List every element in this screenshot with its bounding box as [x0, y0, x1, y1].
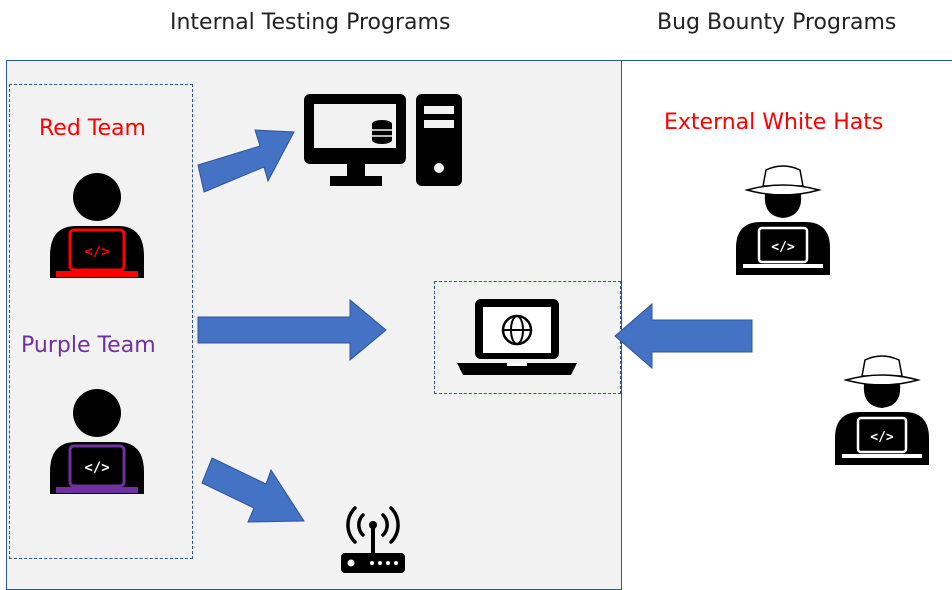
white-hat-hacker-icon: </> — [832, 350, 932, 465]
arrow-to-laptop — [197, 298, 387, 362]
red-team-label: Red Team — [39, 116, 146, 141]
laptop-globe-icon — [457, 297, 577, 377]
arrow-to-router — [201, 457, 305, 523]
svg-text:</>: </> — [771, 240, 795, 255]
svg-text:</>: </> — [84, 460, 109, 476]
wifi-router-icon — [338, 503, 408, 573]
white-hat-hacker-icon: </> — [733, 160, 833, 275]
external-white-hats-label: External White Hats — [664, 110, 884, 135]
desktop-computer-icon — [302, 92, 464, 188]
arrow-to-desktop — [197, 129, 295, 193]
arrow-from-external — [614, 302, 753, 370]
svg-text:</>: </> — [870, 430, 894, 445]
bug-bounty-header: Bug Bounty Programs — [657, 10, 897, 35]
svg-text:</>: </> — [84, 244, 109, 260]
purple-team-label: Purple Team — [21, 333, 156, 358]
internal-testing-header: Internal Testing Programs — [170, 10, 451, 35]
hacker-laptop-icon: </> — [46, 388, 150, 494]
internal-teams-group — [9, 84, 193, 559]
hacker-laptop-icon: </> — [46, 172, 150, 278]
